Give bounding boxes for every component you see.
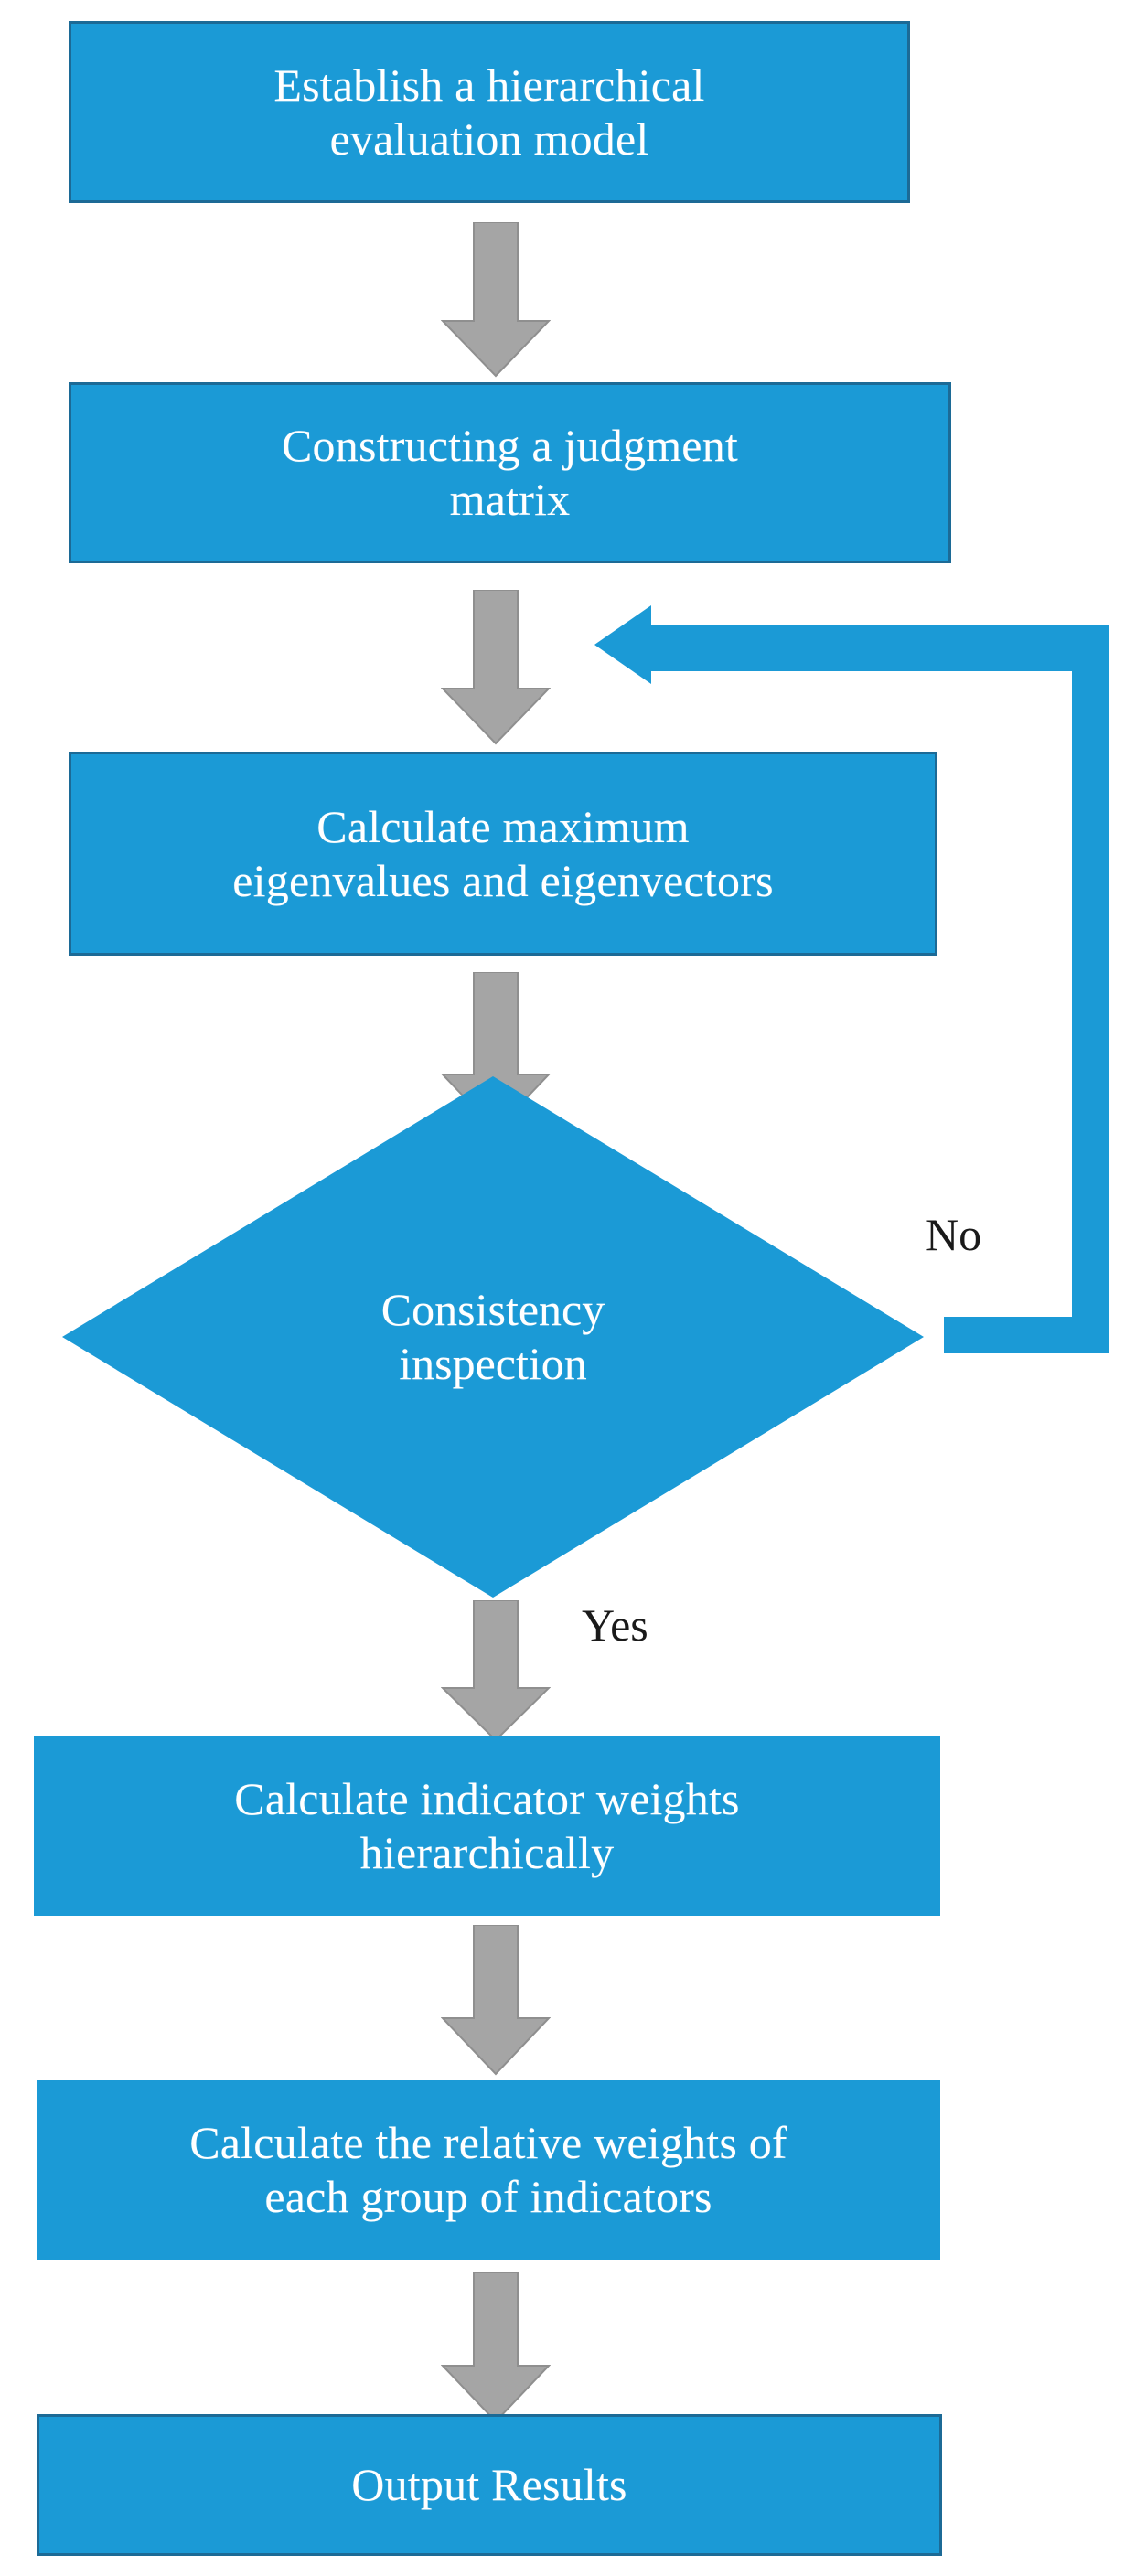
node-consistency-inspection[interactable]: Consistency inspection: [62, 1076, 924, 1598]
loop-arrow-no-branch: [594, 605, 1109, 1353]
node-label-line2: matrix: [449, 474, 571, 525]
node-constructing-judgment-matrix[interactable]: Constructing a judgment matrix: [69, 382, 951, 563]
node-label-line2: each group of indicators: [264, 2171, 712, 2222]
node-label-line1: Calculate the relative weights of: [189, 2117, 787, 2168]
node-establish-hierarchical-evaluation-model[interactable]: Establish a hierarchical evaluation mode…: [69, 21, 910, 203]
arrow-down-n2-n3: [441, 590, 551, 745]
node-label: Calculate maximum eigenvalues and eigenv…: [84, 800, 922, 908]
decision-diamond-shape: [62, 1076, 924, 1598]
node-calculate-maximum-eigenvalues-eigenvectors[interactable]: Calculate maximum eigenvalues and eigenv…: [69, 752, 937, 956]
node-label: Output Results: [351, 2459, 627, 2510]
arrow-down-n1-n2: [441, 222, 551, 378]
arrow-down-n5-n6: [441, 1925, 551, 2076]
node-label-line2: eigenvalues and eigenvectors: [232, 854, 774, 906]
node-calculate-relative-weights-each-group[interactable]: Calculate the relative weights of each g…: [37, 2080, 940, 2260]
node-label-line2: hierarchically: [359, 1826, 615, 1878]
node-label-line1: Calculate indicator weights: [234, 1772, 740, 1824]
arrow-down-n4-n5: [441, 1600, 551, 1742]
node-output-results[interactable]: Output Results: [37, 2414, 942, 2556]
node-calculate-indicator-weights-hierarchically[interactable]: Calculate indicator weights hierarchical…: [34, 1736, 940, 1916]
node-label-line2: evaluation model: [329, 112, 649, 165]
node-label: Constructing a judgment matrix: [84, 419, 936, 527]
node-label: Calculate the relative weights of each g…: [49, 2116, 927, 2224]
edge-label-yes: Yes: [582, 1599, 648, 1651]
node-label: Establish a hierarchical evaluation mode…: [84, 59, 894, 166]
node-label-line1: Constructing a judgment: [282, 420, 738, 471]
node-label: Calculate indicator weights hierarchical…: [47, 1772, 927, 1880]
node-label-line1: Establish a hierarchical: [273, 59, 705, 111]
edge-label-no: No: [926, 1209, 982, 1260]
arrow-down-n6-n7: [441, 2272, 551, 2423]
node-label-line1: Calculate maximum: [316, 800, 690, 852]
